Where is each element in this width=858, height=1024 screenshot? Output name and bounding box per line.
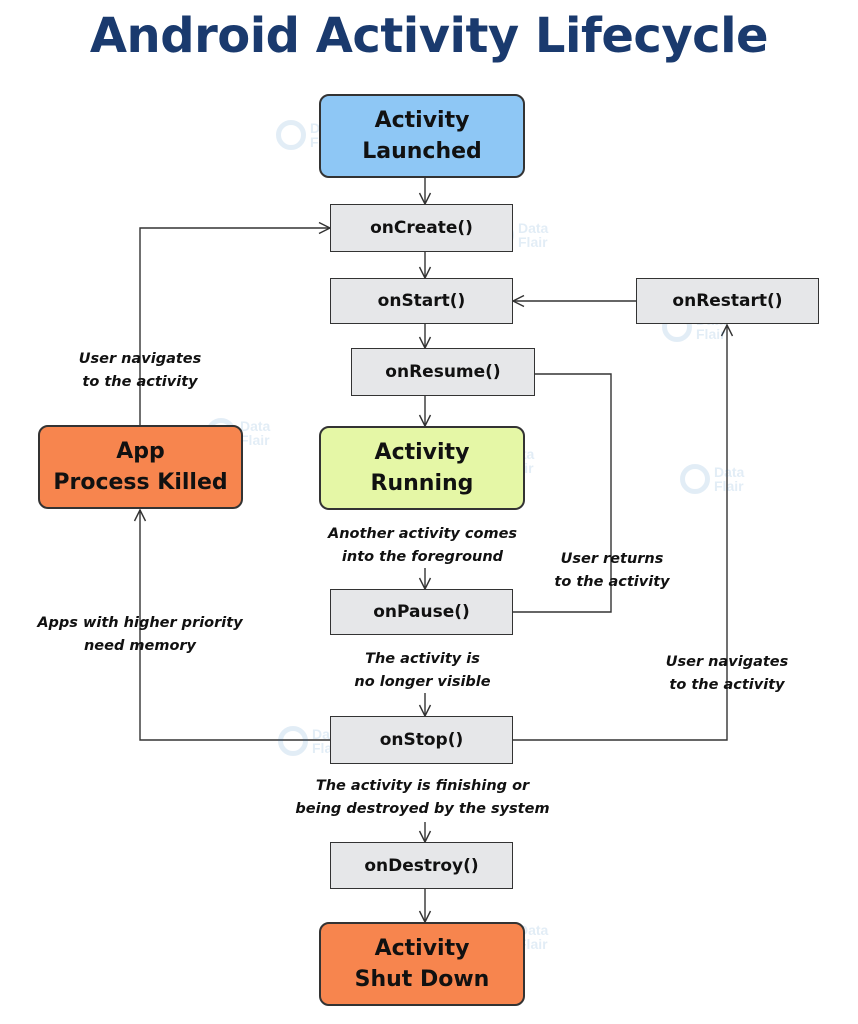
node-label: onPause() bbox=[373, 602, 470, 622]
edge-label-another-activity: Another activity comes into the foregrou… bbox=[327, 526, 518, 565]
node-oncreate: onCreate() bbox=[330, 204, 513, 252]
edge-onstop-to-onrestart bbox=[513, 323, 734, 741]
watermark-text: Data bbox=[518, 922, 549, 938]
node-onresume: onResume() bbox=[351, 348, 535, 396]
node-label: onRestart() bbox=[672, 291, 783, 311]
node-label: onDestroy() bbox=[364, 855, 479, 876]
watermark-text: Flair bbox=[240, 432, 270, 448]
watermark-text: Flair bbox=[518, 234, 548, 250]
edge-label-apps-higher-priority: Apps with higher priority need memory bbox=[37, 615, 243, 654]
node-activity-shut-down: Activity Shut Down bbox=[319, 922, 525, 1006]
edge-label-finishing: The activity is finishing or being destr… bbox=[295, 778, 550, 817]
node-label: App Process Killed bbox=[53, 439, 228, 495]
node-ondestroy: onDestroy() bbox=[330, 842, 513, 889]
watermark-text: Data bbox=[240, 418, 271, 434]
edge-killed-to-oncreate bbox=[139, 221, 332, 425]
edge-onstop-to-killed bbox=[133, 508, 330, 741]
dataflair-logo-icon bbox=[680, 464, 710, 494]
edge-label-no-longer-visible: The activity is no longer visible bbox=[354, 651, 491, 690]
edge-label-user-navigates-left: User navigates to the activity bbox=[78, 351, 202, 390]
node-label: Activity Shut Down bbox=[354, 936, 490, 992]
watermark-text: Flair bbox=[696, 326, 726, 342]
node-app-process-killed: App Process Killed bbox=[38, 425, 243, 509]
node-label: onResume() bbox=[385, 362, 501, 382]
dataflair-logo-icon bbox=[276, 120, 306, 150]
watermark-text: Flair bbox=[714, 478, 744, 494]
node-label: onStart() bbox=[377, 291, 466, 311]
edge-label-user-navigates-right: User navigates to the activity bbox=[665, 654, 789, 693]
node-label: onCreate() bbox=[370, 218, 473, 238]
watermark-text: Flair bbox=[518, 936, 548, 952]
watermark-text: Data bbox=[518, 220, 549, 236]
edge-label-user-returns: User returns to the activity bbox=[554, 551, 670, 590]
node-label: Activity Running bbox=[370, 440, 474, 496]
node-label: onStop() bbox=[379, 730, 464, 750]
node-onpause: onPause() bbox=[330, 589, 513, 635]
node-onstop: onStop() bbox=[330, 716, 513, 764]
node-activity-running: Activity Running bbox=[319, 426, 525, 510]
node-onstart: onStart() bbox=[330, 278, 513, 324]
node-label: Activity Launched bbox=[362, 108, 482, 164]
edge-onpause-to-onresume bbox=[513, 373, 612, 613]
page-title: Android Activity Lifecycle bbox=[89, 8, 769, 64]
watermark-text: Data bbox=[714, 464, 745, 480]
node-onrestart: onRestart() bbox=[636, 278, 819, 324]
dataflair-logo-icon bbox=[278, 726, 308, 756]
node-activity-launched: Activity Launched bbox=[319, 94, 525, 178]
